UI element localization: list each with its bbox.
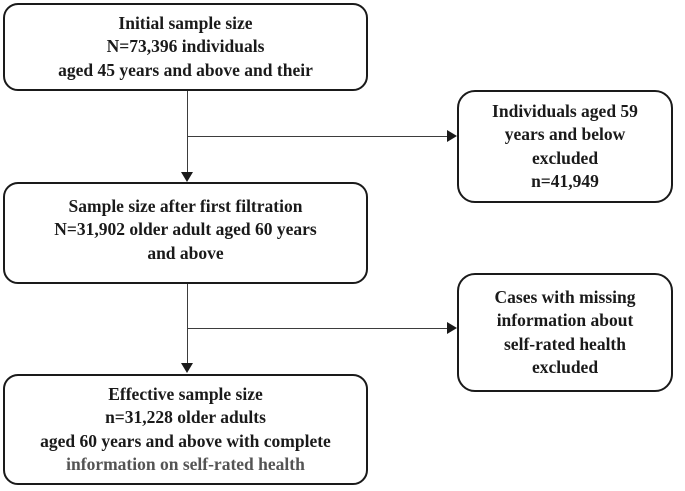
connector-branch-to-excluded-1 (187, 135, 448, 138)
box-text-line: excluded (531, 147, 599, 168)
arrow-right-icon (447, 130, 457, 142)
box-text-line: Sample size after first filtration (68, 195, 303, 216)
box-text-line: n=31,228 older adults (105, 407, 266, 427)
box-initial-sample: Initial sample size N=73,396 individuals… (3, 3, 368, 91)
box-text-line: n=41,949 (531, 171, 599, 191)
box-effective-sample: Effective sample size n=31,228 older adu… (3, 374, 368, 485)
box-after-first-filtration: Sample size after first filtration N=31,… (3, 182, 368, 284)
box-text-line: Initial sample size (118, 12, 253, 33)
connector-filtration-to-effective (186, 284, 189, 365)
box-text-line: Effective sample size (108, 383, 263, 404)
box-excluded-aged-59-below: Individuals aged 59 years and below excl… (457, 90, 673, 203)
box-text-line: N=73,396 individuals (106, 36, 265, 57)
arrow-down-icon (181, 363, 193, 373)
box-text-line: N=31,902 older adult aged 60 years (54, 219, 317, 240)
box-text-line: Individuals aged 59 (492, 100, 638, 121)
box-text-line: excluded (531, 357, 599, 377)
box-text-line: information about (496, 310, 634, 330)
connector-branch-to-excluded-2 (187, 327, 448, 330)
box-text-line: and above (147, 242, 224, 263)
box-text-line: years and below (504, 124, 626, 144)
box-text-line: self-rated health (504, 333, 626, 354)
box-text-line: aged 45 years and above and their (58, 59, 313, 80)
arrow-right-icon (447, 322, 457, 334)
arrow-down-icon (181, 172, 193, 182)
box-text-line-muted: information on self-rated health (66, 454, 305, 474)
box-text-line: Cases with missing (494, 286, 636, 307)
box-excluded-missing-srh: Cases with missing information about sel… (457, 273, 673, 392)
box-text-line: aged 60 years and above with complete (40, 430, 331, 451)
connector-initial-to-filtration (186, 91, 189, 174)
